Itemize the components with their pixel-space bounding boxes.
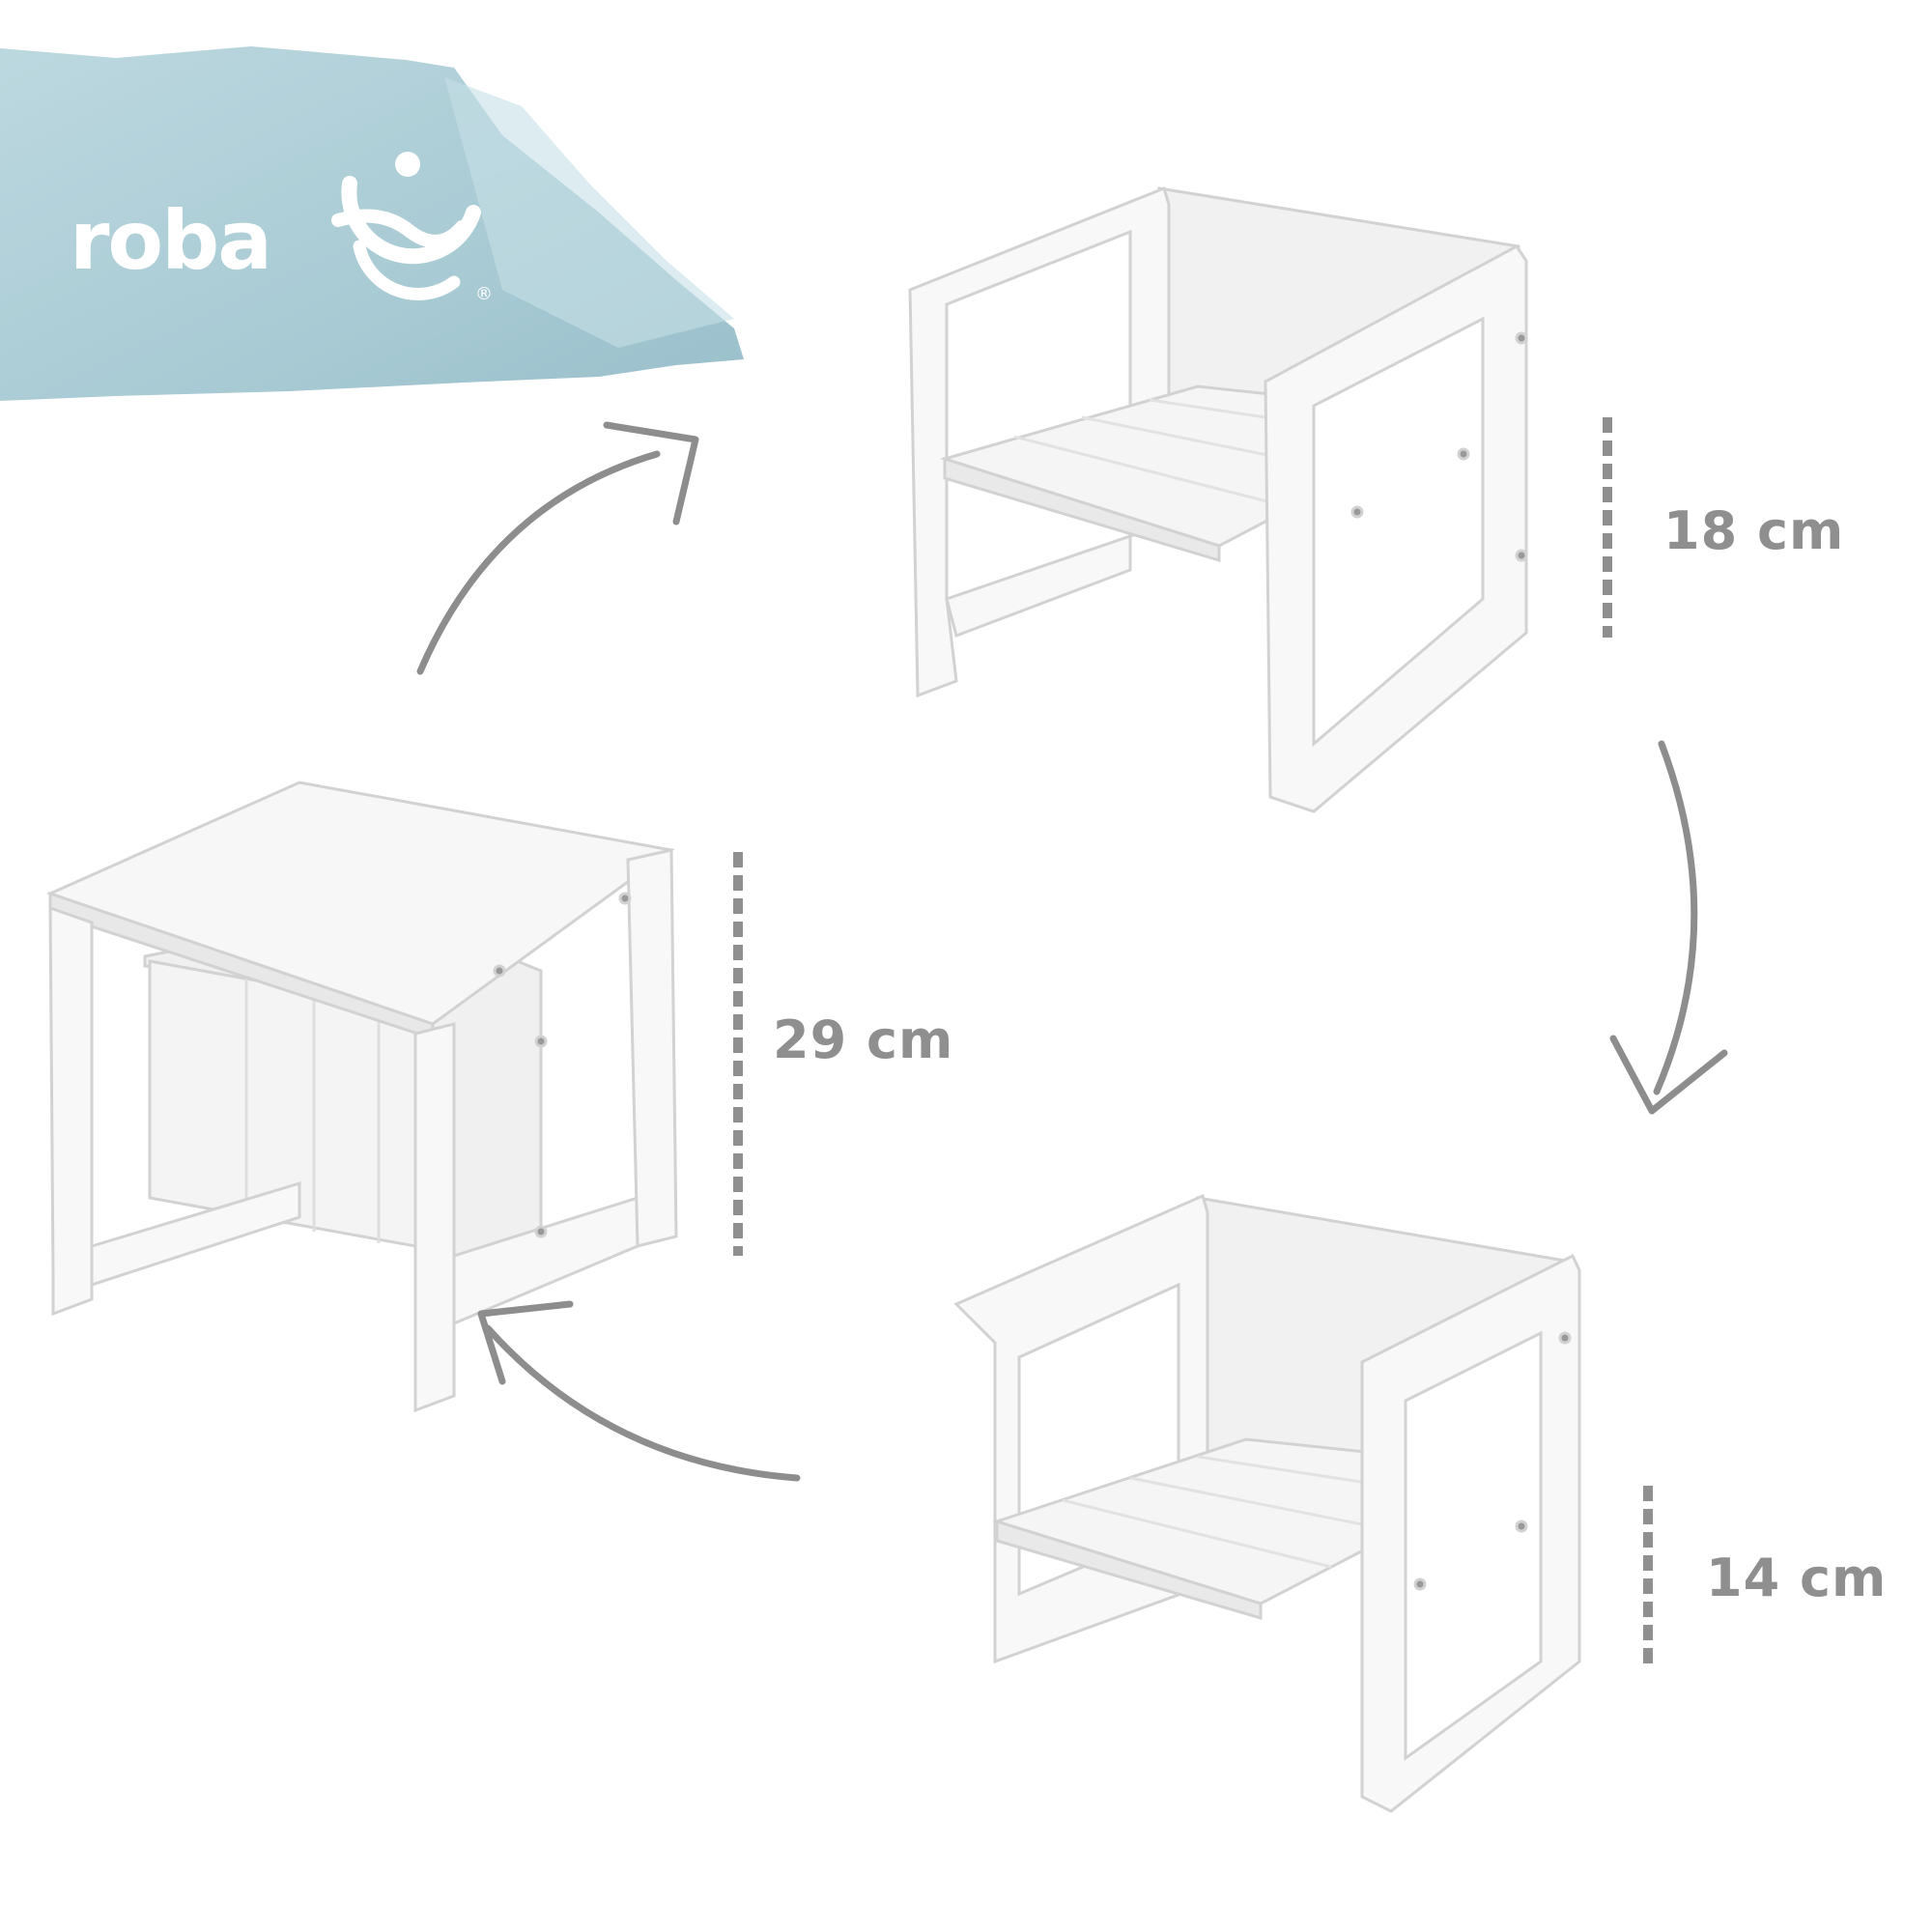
- height-label-low-chair: 14 cm: [1706, 1548, 1888, 1608]
- table-image: [45, 781, 678, 1413]
- arrow-to-low-chair-icon: [1609, 740, 1728, 1115]
- height-label-table: 29 cm: [773, 1009, 954, 1070]
- brand-name: roba: [70, 193, 272, 288]
- arrow-to-table-icon: [477, 1300, 801, 1482]
- chair-high-image: [908, 185, 1528, 813]
- brand-banner: [0, 46, 744, 401]
- chair-low-image: [953, 1193, 1581, 1813]
- registered-mark: ®: [475, 284, 493, 304]
- arrow-to-high-chair-icon: [416, 421, 699, 675]
- height-label-high-chair: 18 cm: [1663, 500, 1845, 561]
- roba-logo-icon: [331, 152, 481, 300]
